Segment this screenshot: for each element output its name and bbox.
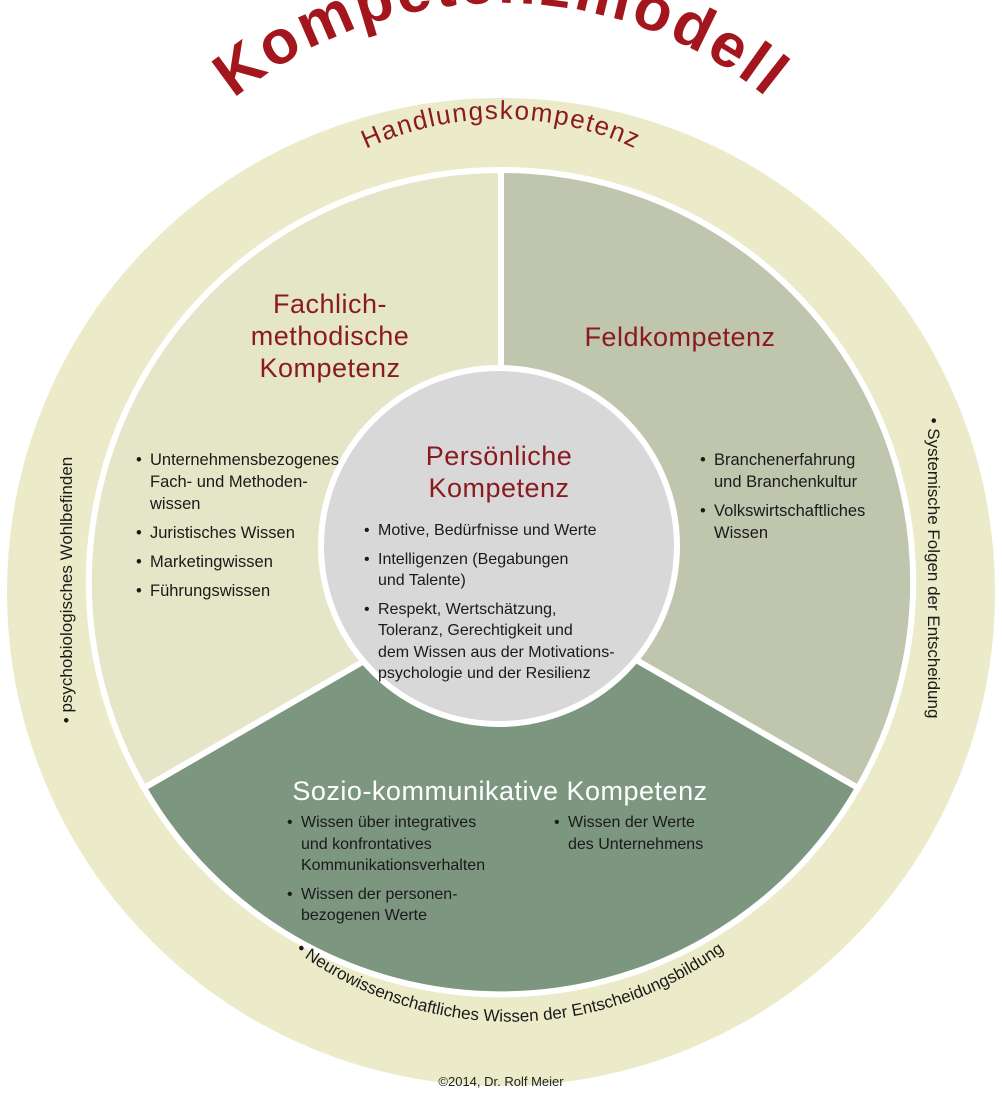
fachlich-title-line: Kompetenz [259, 353, 401, 383]
diagram-title: Kompetenzmodell [201, 0, 803, 110]
list-item: Wissen der personen- bezogenen Werte [287, 884, 527, 927]
list-item: Wissen über integratives und konfrontati… [287, 812, 527, 877]
list-item: Führungswissen [136, 580, 376, 602]
list-item: Intelligenzen (Begabungen und Talente) [364, 549, 664, 592]
list-item: Juristisches Wissen [136, 522, 376, 544]
list-item: Respekt, Wertschätzung, Toleranz, Gerech… [364, 599, 664, 685]
list-item: Branchenerfahrung und Branchenkultur [700, 449, 900, 493]
ring-item-right: • Systemische Folgen der Entscheidung [924, 418, 943, 719]
fachlich-list: Unternehmensbezogenes Fach- und Methoden… [136, 449, 376, 609]
persoenlich-title: Persönliche Kompetenz [379, 440, 619, 504]
persoenlich-title-line: Persönliche [425, 441, 573, 471]
persoenlich-title-line: Kompetenz [428, 473, 570, 503]
sozio-list-right: Wissen der Werte des Unternehmens [554, 812, 744, 862]
list-item: Volkswirtschaftliches Wissen [700, 500, 900, 544]
fachlich-title: Fachlich- methodische Kompetenz [200, 288, 460, 384]
feld-title: Feldkompetenz [560, 321, 800, 353]
feld-list: Branchenerfahrung und Branchenkultur Vol… [700, 449, 900, 551]
sozio-list-left: Wissen über integratives und konfrontati… [287, 812, 527, 934]
sozio-title: Sozio-kommunikative Kompetenz [240, 775, 760, 807]
list-item: Marketingwissen [136, 551, 376, 573]
list-item: Unternehmensbezogenes Fach- und Methoden… [136, 449, 376, 515]
fachlich-title-line: methodische [250, 321, 410, 351]
fachlich-title-line: Fachlich- [272, 289, 388, 319]
list-item: Wissen der Werte des Unternehmens [554, 812, 744, 855]
copyright-footer: ©2014, Dr. Rolf Meier [438, 1074, 564, 1089]
sozio-title-text: Sozio-kommunikative Kompetenz [292, 776, 708, 806]
persoenlich-list: Motive, Bedürfnisse und Werte Intelligen… [364, 520, 664, 692]
feld-title-text: Feldkompetenz [584, 322, 776, 352]
list-item: Motive, Bedürfnisse und Werte [364, 520, 664, 542]
ring-item-left: • psychobiologisches Wohlbefinden [57, 457, 76, 723]
